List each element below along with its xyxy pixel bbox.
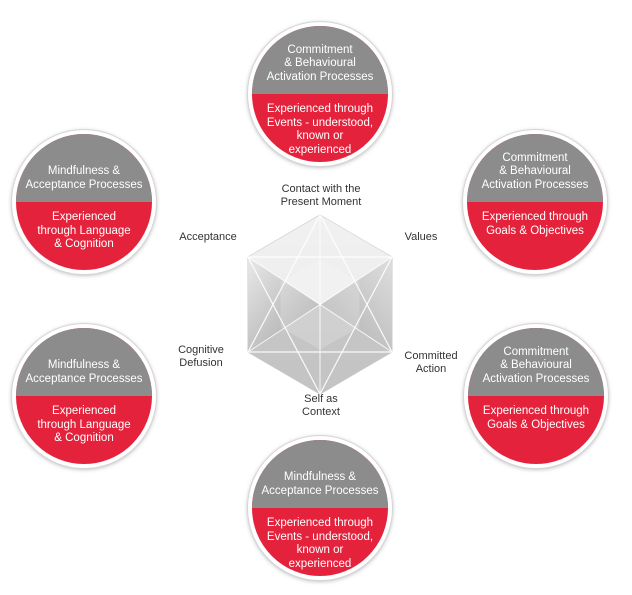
circle-upper-left: Mindfulness & Acceptance Processes Exper…: [12, 130, 156, 274]
circle-top: Commitment & Behavioural Activation Proc…: [248, 22, 392, 166]
circle-bottom-heading: Mindfulness & Acceptance Processes: [261, 471, 379, 497]
circle-upper-right-heading-band: Commitment & Behavioural Activation Proc…: [467, 134, 603, 202]
circle-upper-left-body: Experienced through Language & Cognition: [37, 211, 131, 250]
circle-lower-right-heading-band: Commitment & Behavioural Activation Proc…: [468, 328, 604, 396]
circle-lower-left-body: Experienced through Language & Cognition: [37, 405, 131, 444]
circle-lower-right-heading: Commitment & Behavioural Activation Proc…: [482, 345, 590, 385]
circle-top-heading-band: Commitment & Behavioural Activation Proc…: [252, 26, 388, 94]
inner-hexagon: [280, 259, 360, 350]
label-committed-action: Committed Action: [404, 350, 458, 375]
circle-upper-left-heading-band: Mindfulness & Acceptance Processes: [16, 134, 152, 202]
circle-upper-left-heading: Mindfulness & Acceptance Processes: [25, 165, 143, 191]
circle-bottom: Mindfulness & Acceptance Processes Exper…: [248, 436, 392, 580]
circle-bottom-body: Experienced through Events - understood,…: [266, 517, 374, 570]
circle-upper-right-body-band: Experienced through Goals & Objectives: [467, 202, 603, 270]
label-contact-present-moment: Contact with the Present Moment: [280, 183, 362, 208]
circle-upper-left-body-band: Experienced through Language & Cognition: [16, 202, 152, 270]
label-self-as-context: Self as Context: [302, 393, 340, 418]
circle-lower-right-body-band: Experienced through Goals & Objectives: [468, 396, 604, 464]
circle-lower-left-heading: Mindfulness & Acceptance Processes: [25, 359, 143, 385]
circle-upper-right-heading: Commitment & Behavioural Activation Proc…: [481, 151, 589, 191]
diag-3: [247, 256, 393, 353]
label-cognitive-defusion: Cognitive Defusion: [178, 344, 224, 369]
circle-lower-left-body-band: Experienced through Language & Cognition: [16, 396, 152, 464]
circle-top-body-band: Experienced through Events - understood,…: [252, 94, 388, 162]
circle-bottom-heading-band: Mindfulness & Acceptance Processes: [252, 440, 388, 508]
circle-lower-right: Commitment & Behavioural Activation Proc…: [464, 324, 608, 468]
circle-top-body: Experienced through Events - understood,…: [266, 103, 374, 156]
circle-lower-left: Mindfulness & Acceptance Processes Exper…: [12, 324, 156, 468]
circle-lower-right-body: Experienced through Goals & Objectives: [482, 405, 590, 431]
circle-upper-right-body: Experienced through Goals & Objectives: [481, 211, 589, 237]
facet-right: [320, 257, 392, 352]
circle-upper-right: Commitment & Behavioural Activation Proc…: [463, 130, 607, 274]
label-acceptance: Acceptance: [179, 231, 237, 243]
circle-bottom-body-band: Experienced through Events - understood,…: [252, 508, 388, 576]
circle-lower-left-heading-band: Mindfulness & Acceptance Processes: [16, 328, 152, 396]
circle-top-heading: Commitment & Behavioural Activation Proc…: [266, 43, 374, 83]
hexagon-star-graphic: [247, 213, 393, 396]
label-values: Values: [404, 231, 438, 243]
facet-left: [248, 257, 320, 352]
